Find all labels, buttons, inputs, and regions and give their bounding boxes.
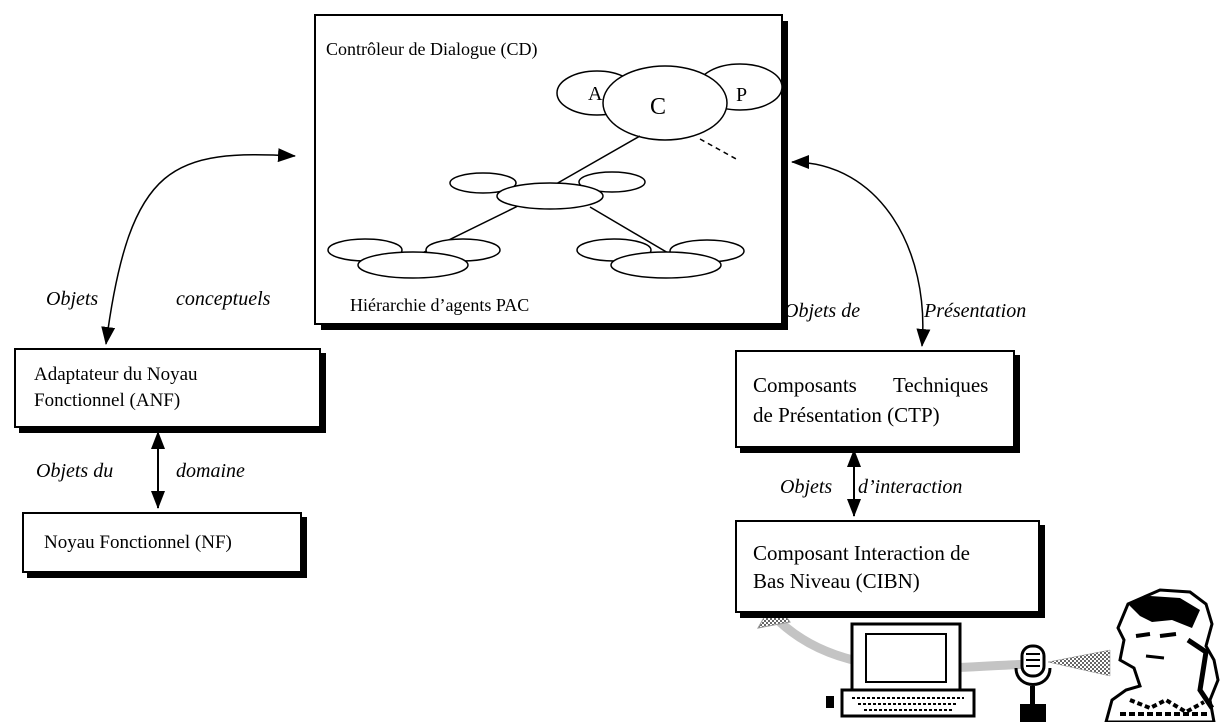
label-objets-domaine-a: Objets du: [36, 460, 114, 482]
mid-agent-a: [449, 172, 517, 194]
arrow-conceptuels: [101, 148, 296, 345]
computer-icon: [826, 622, 976, 718]
agent-a-label: A: [588, 83, 603, 105]
cd-hierarchy-label: Hiérarchie d’agents PAC: [350, 295, 530, 315]
ctp-box: Composants Techniques de Présentation (C…: [735, 350, 1015, 448]
right-agent-c: [610, 251, 722, 279]
cibn-line2: Bas Niveau (CIBN): [753, 569, 920, 593]
ctp-line1-b: Techniques: [893, 373, 989, 397]
nf-box: Noyau Fonctionnel (NF): [22, 512, 302, 573]
agent-c-label: C: [650, 94, 666, 120]
mid-agent-p: [578, 171, 646, 193]
user-icon: [1104, 588, 1220, 722]
anf-line1: Adaptateur du Noyau: [34, 364, 198, 385]
arrow-presentation: [791, 155, 931, 347]
anf-box: Adaptateur du Noyau Fonctionnel (ANF): [14, 348, 321, 428]
label-objets-conceptuels-a: Objets: [46, 288, 99, 310]
anf-line2: Fonctionnel (ANF): [34, 390, 181, 411]
label-objets-interaction-a: Objets: [780, 476, 833, 498]
label-objets-domaine-b: domaine: [176, 460, 245, 482]
cibn-box: Composant Interaction de Bas Niveau (CIB…: [735, 520, 1040, 613]
left-agent-c: [357, 251, 469, 279]
label-objets-presentation-b: Présentation: [924, 300, 1027, 322]
cd-title: Contrôleur de Dialogue (CD): [326, 39, 538, 59]
link-mid-to-right: [589, 206, 681, 261]
microphone-icon: [1014, 644, 1052, 722]
agent-c-ellipse: [602, 65, 728, 141]
agent-p-label: P: [736, 84, 747, 106]
label-objets-conceptuels-b: conceptuels: [176, 288, 271, 310]
ctp-line2: de Présentation (CTP): [753, 403, 940, 427]
nf-label: Noyau Fonctionnel (NF): [44, 532, 232, 553]
link-dashed: [699, 138, 739, 161]
mic-signal-band: [1047, 649, 1111, 677]
label-objets-presentation-a: Objets de: [784, 300, 861, 322]
mid-agent-c: [496, 182, 604, 210]
cibn-line1: Composant Interaction de: [753, 541, 970, 565]
ctp-line1-a: Composants: [753, 373, 857, 397]
label-objets-interaction-b: d’interaction: [858, 476, 963, 498]
